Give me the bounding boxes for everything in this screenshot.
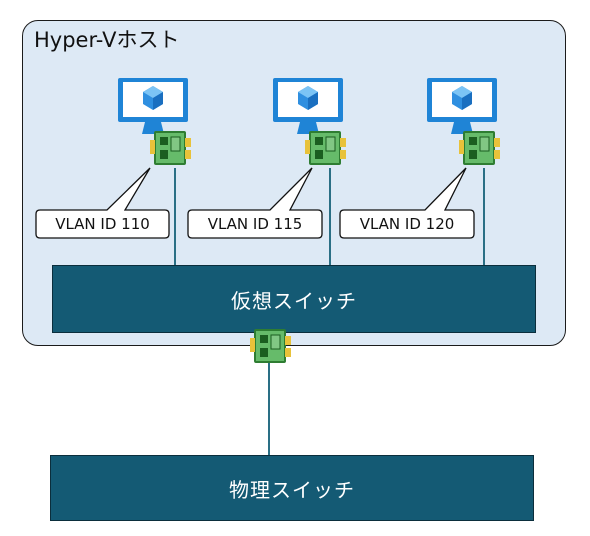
network-adapter-icon bbox=[459, 131, 500, 165]
virtual-machine-monitor-icon bbox=[427, 78, 497, 134]
physical-switch-label: 物理スイッチ bbox=[229, 477, 355, 502]
uplink-wire bbox=[268, 362, 270, 456]
vlan-callout-1-shape bbox=[35, 167, 170, 239]
network-adapter-icon bbox=[250, 329, 291, 363]
virtual-switch-label: 仮想スイッチ bbox=[231, 288, 357, 313]
host-title: Hyper-Vホスト bbox=[34, 28, 180, 52]
virtual-switch: 仮想スイッチ bbox=[52, 265, 536, 333]
vm-2 bbox=[273, 78, 346, 165]
vm-2-link bbox=[329, 168, 331, 266]
vlan-label-1: VLAN ID 110 bbox=[55, 215, 150, 233]
vlan-callout-2-shape bbox=[187, 167, 323, 239]
network-adapter-icon bbox=[150, 131, 191, 165]
vm-1 bbox=[118, 78, 191, 165]
network-adapter-icon bbox=[305, 131, 346, 165]
vm-3-link bbox=[483, 168, 485, 266]
host-nic bbox=[250, 329, 291, 363]
vlan-callout-3-shape bbox=[339, 167, 475, 239]
vm-1-link bbox=[174, 168, 176, 266]
virtual-machine-monitor-icon bbox=[273, 78, 343, 134]
vlan-label-3: VLAN ID 120 bbox=[359, 215, 455, 233]
virtual-machine-monitor-icon bbox=[118, 78, 188, 134]
physical-switch: 物理スイッチ bbox=[50, 455, 534, 521]
vlan-label-2: VLAN ID 115 bbox=[207, 215, 303, 233]
vm-3 bbox=[427, 78, 500, 165]
